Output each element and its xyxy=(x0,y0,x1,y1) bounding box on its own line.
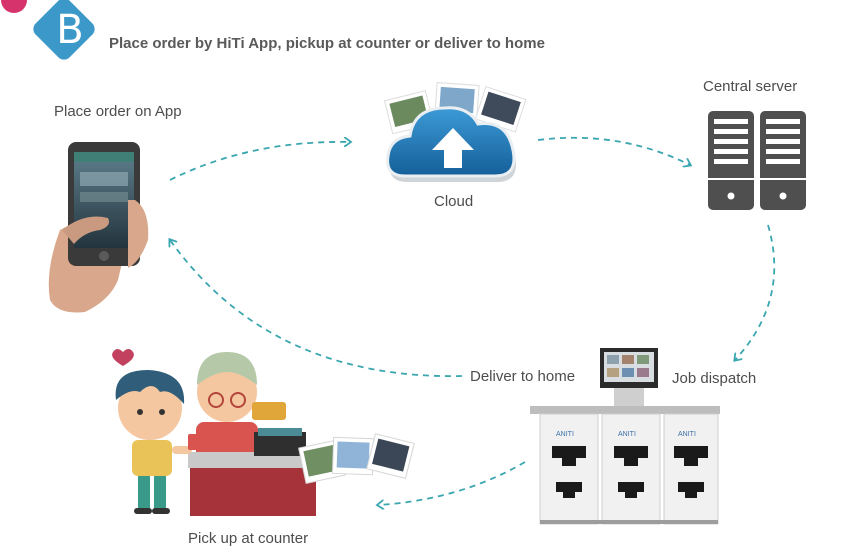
svg-text:ANITI: ANITI xyxy=(678,431,696,438)
hand-phone-icon xyxy=(48,142,149,313)
server-icon xyxy=(708,111,806,210)
arrow-deliver-to-home xyxy=(170,240,463,377)
photo-prints-icon xyxy=(298,433,415,484)
badge-accent-dot xyxy=(1,0,27,13)
svg-text:ANITI: ANITI xyxy=(618,431,636,438)
heart-icon xyxy=(112,349,134,366)
badge-letter: B xyxy=(56,7,84,53)
arrow-cloud-to-server xyxy=(537,136,690,165)
label-place-order: Place order on App xyxy=(54,103,182,120)
diagram-title: Place order by HiTi App, pickup at count… xyxy=(109,35,545,52)
svg-text:ANITI: ANITI xyxy=(556,431,574,438)
arrow-server-to-kiosk xyxy=(735,224,776,360)
label-job-dispatch: Job dispatch xyxy=(672,370,757,387)
label-pickup-counter: Pick up at counter xyxy=(188,530,309,547)
badge-diamond xyxy=(33,0,95,60)
section-badge xyxy=(1,0,95,60)
arrow-kiosk-to-counter xyxy=(378,461,526,505)
label-cloud: Cloud xyxy=(434,193,474,210)
shop-counter-icon xyxy=(112,349,318,516)
cloud-upload-icon xyxy=(383,82,527,182)
arrow-app-to-cloud xyxy=(169,142,350,181)
kiosk-icon: ANITI ANITI ANITI xyxy=(530,348,720,525)
flow-arrows xyxy=(169,136,776,505)
label-deliver-home: Deliver to home xyxy=(470,368,576,385)
label-central-server: Central server xyxy=(703,78,798,95)
